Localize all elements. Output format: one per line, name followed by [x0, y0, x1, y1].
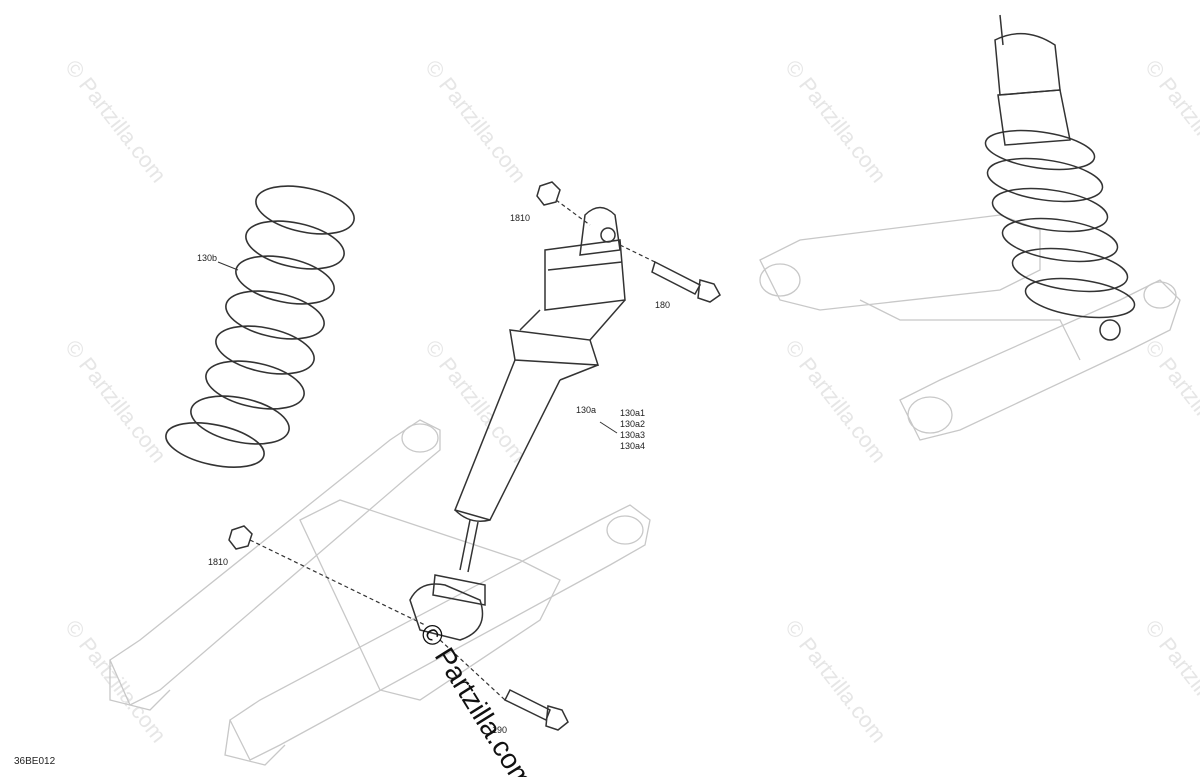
callout-130a: 130a [576, 405, 597, 415]
callout-130a-variant-3: 130a3 [620, 430, 646, 440]
callout-180: 180 [655, 300, 671, 310]
callout-130a-variant-2: 130a2 [620, 419, 646, 429]
hardware [228, 181, 721, 731]
shock-absorber-130a [409, 206, 626, 641]
callout-leaders [217, 261, 618, 434]
assembled-shock-view [984, 14, 1136, 341]
callout-130a-variant-4: 130a4 [620, 441, 646, 451]
callout-1810-bottom: 1810 [208, 557, 229, 567]
callout-1810-top: 1810 [510, 213, 531, 223]
assembly-leader-lines [249, 199, 656, 701]
coil-spring-130b [165, 185, 355, 468]
swing-arm-left [109, 419, 651, 766]
swing-arm-right [759, 214, 1181, 441]
callout-130b: 130b [197, 253, 218, 263]
callout-130a-variant-1: 130a1 [620, 408, 646, 418]
callout-190: 190 [492, 725, 508, 735]
diagram-code: 36BE012 [14, 756, 56, 767]
